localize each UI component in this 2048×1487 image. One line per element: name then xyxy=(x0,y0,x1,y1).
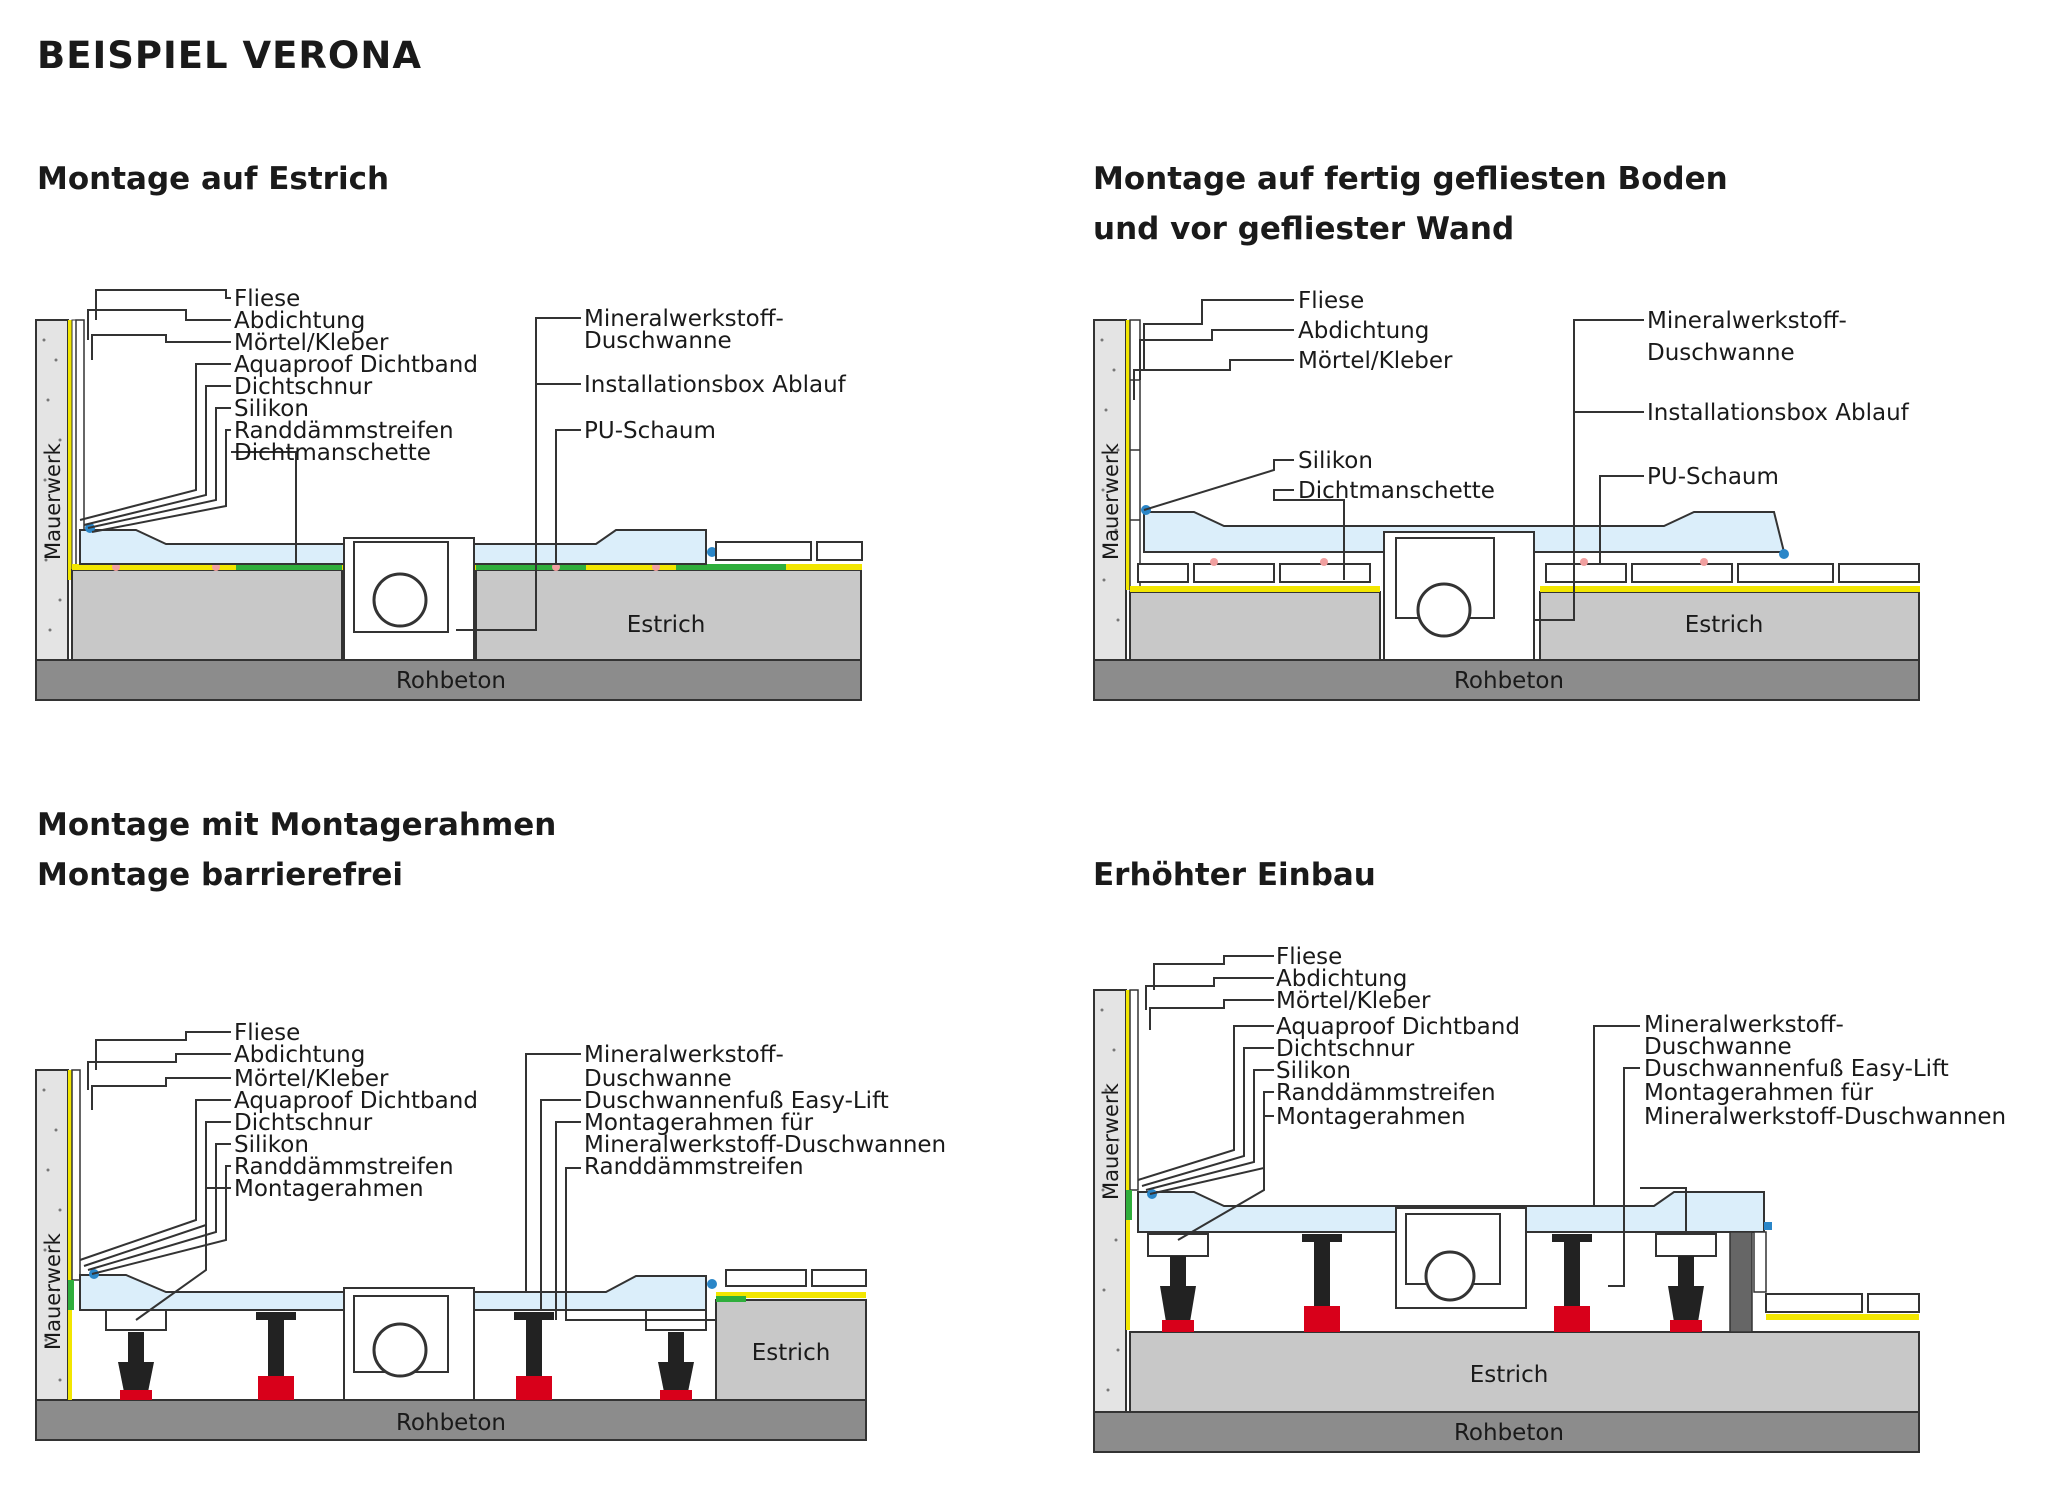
label-abdichtung: Abdichtung xyxy=(234,1042,365,1068)
label-mineralwerkstoff: Mineralwerkstoff- xyxy=(1647,308,1847,334)
rohbeton-label: Rohbeton xyxy=(1454,668,1564,694)
label-abdichtung: Abdichtung xyxy=(234,308,365,334)
estrich-left xyxy=(1129,591,1381,661)
label-installationsbox: Installationsbox Ablauf xyxy=(1647,400,1910,426)
label-pu-schaum: PU-Schaum xyxy=(584,418,716,444)
rohbeton-label: Rohbeton xyxy=(396,668,506,694)
label-fliese: Fliese xyxy=(1276,944,1342,970)
rohbeton-layer xyxy=(1093,1411,1920,1453)
label-montagerahmen-fuer: Montagerahmen für xyxy=(584,1110,814,1136)
label-montagerahmen: Montagerahmen xyxy=(1276,1104,1466,1130)
rohbeton-label: Rohbeton xyxy=(1454,1420,1564,1446)
panel-4-diagram: Rohbeton Estrich Mauerwerk xyxy=(1093,944,2006,1453)
label-installationsbox: Installationsbox Ablauf xyxy=(584,372,847,398)
label-dichtmanschette: Dichtmanschette xyxy=(234,440,431,466)
label-mineralwerkstoff-duschwannen: Mineralwerkstoff-Duschwannen xyxy=(584,1132,946,1158)
label-mineralwerkstoff: Mineralwerkstoff- xyxy=(584,1042,784,1068)
panel-3-heading: Montage mit Montagerahmen Montage barrie… xyxy=(37,800,556,900)
estrich-label: Estrich xyxy=(627,612,706,638)
label-silikon: Silikon xyxy=(234,1132,309,1158)
label-duschwannenfuss: Duschwannenfuß Easy-Lift xyxy=(1644,1056,1949,1082)
label-abdichtung: Abdichtung xyxy=(1298,318,1429,344)
label-moertel-kleber: Mörtel/Kleber xyxy=(234,1066,389,1092)
label-duschwanne: Duschwanne xyxy=(584,328,732,354)
label-duschwanne: Duschwanne xyxy=(1647,340,1795,366)
label-mineralwerkstoff: Mineralwerkstoff- xyxy=(584,306,784,332)
rohbeton-label: Rohbeton xyxy=(396,1410,506,1436)
label-duschwannenfuss: Duschwannenfuß Easy-Lift xyxy=(584,1088,889,1114)
panel-2-diagram: Rohbeton Mauerwerk Estrich Fliese Abdich… xyxy=(1093,288,1920,701)
label-pu-schaum: PU-Schaum xyxy=(1647,464,1779,490)
panel-1-diagram: Rohbeton Mauerwerk Estrich xyxy=(35,286,863,701)
mounting-frame xyxy=(1147,1233,1717,1257)
label-randdaemmstreifen: Randdämmstreifen xyxy=(234,1154,454,1180)
panel-2-heading-line-1: Montage auf fertig gefliesten Boden xyxy=(1093,161,1728,197)
estrich-label: Estrich xyxy=(752,1340,831,1366)
label-dichtmanschette: Dichtmanschette xyxy=(1298,478,1495,504)
label-duschwanne: Duschwanne xyxy=(1644,1034,1792,1060)
label-aquaproof-dichtband: Aquaproof Dichtband xyxy=(234,1088,478,1114)
label-duschwanne: Duschwanne xyxy=(584,1066,732,1092)
masonry-wall xyxy=(1093,319,1127,661)
panel-2-heading-line-2: und vor gefliester Wand xyxy=(1093,211,1515,247)
easy-lift-feet xyxy=(118,1312,694,1400)
drain-pipe xyxy=(372,572,428,628)
wall-label: Mauerwerk xyxy=(41,1232,65,1350)
drain-pipe xyxy=(372,1322,428,1378)
masonry-wall xyxy=(1093,989,1127,1413)
label-dichtschnur: Dichtschnur xyxy=(234,1110,373,1136)
estrich-right xyxy=(715,1299,867,1401)
drain-pipe xyxy=(1424,1250,1476,1302)
label-moertel-kleber: Mörtel/Kleber xyxy=(234,330,389,356)
label-dichtschnur: Dichtschnur xyxy=(1276,1036,1415,1062)
estrich-label: Estrich xyxy=(1685,612,1764,638)
page-title: BEISPIEL VERONA xyxy=(37,34,422,77)
rohbeton-layer xyxy=(35,1399,867,1441)
estrich-label: Estrich xyxy=(1470,1362,1549,1388)
label-randdaemmstreifen: Randdämmstreifen xyxy=(1276,1080,1496,1106)
label-abdichtung: Abdichtung xyxy=(1276,966,1407,992)
label-silikon: Silikon xyxy=(1298,448,1373,474)
panel-4-heading-line-1: Erhöhter Einbau xyxy=(1093,857,1376,893)
rohbeton-layer xyxy=(35,659,862,701)
label-montagerahmen: Montagerahmen xyxy=(234,1176,424,1202)
estrich-layer xyxy=(1129,1331,1920,1413)
panel-2-heading: Montage auf fertig gefliesten Boden und … xyxy=(1093,154,1728,254)
estrich-right xyxy=(1539,591,1920,661)
wall-label: Mauerwerk xyxy=(41,442,65,560)
panel-4-heading: Erhöhter Einbau xyxy=(1093,850,1376,900)
easy-lift-feet xyxy=(1160,1234,1704,1332)
label-fliese: Fliese xyxy=(234,1020,300,1046)
drain-pipe xyxy=(1416,582,1472,638)
panel-3-heading-line-2: Montage barrierefrei xyxy=(37,857,404,893)
panel-3-heading-line-1: Montage mit Montagerahmen xyxy=(37,807,557,843)
masonry-wall xyxy=(35,319,69,661)
estrich-left xyxy=(71,569,343,661)
label-aquaproof-dichtband: Aquaproof Dichtband xyxy=(1276,1014,1520,1040)
label-aquaproof-dichtband: Aquaproof Dichtband xyxy=(234,352,478,378)
wall-label: Mauerwerk xyxy=(1099,442,1123,560)
label-fliese: Fliese xyxy=(234,286,300,312)
label-moertel-kleber: Mörtel/Kleber xyxy=(1298,348,1453,374)
label-randdaemmstreifen-right: Randdämmstreifen xyxy=(584,1154,804,1180)
label-silikon: Silikon xyxy=(1276,1058,1351,1084)
label-randdaemmstreifen: Randdämmstreifen xyxy=(234,418,454,444)
label-mineralwerkstoff-duschwannen: Mineralwerkstoff-Duschwannen xyxy=(1644,1104,2006,1130)
wall-label: Mauerwerk xyxy=(1099,1082,1123,1200)
label-mineralwerkstoff: Mineralwerkstoff- xyxy=(1644,1012,1844,1038)
label-silikon: Silikon xyxy=(234,396,309,422)
panel-3-diagram: Rohbeton Mauerwerk Estrich xyxy=(35,1020,946,1441)
panel-1-heading: Montage auf Estrich xyxy=(37,154,389,204)
label-fliese: Fliese xyxy=(1298,288,1364,314)
label-dichtschnur: Dichtschnur xyxy=(234,374,373,400)
label-montagerahmen-fuer: Montagerahmen für xyxy=(1644,1080,1874,1106)
label-moertel-kleber: Mörtel/Kleber xyxy=(1276,988,1431,1014)
estrich-right xyxy=(475,569,862,661)
panel-1-heading-line-1: Montage auf Estrich xyxy=(37,161,390,197)
